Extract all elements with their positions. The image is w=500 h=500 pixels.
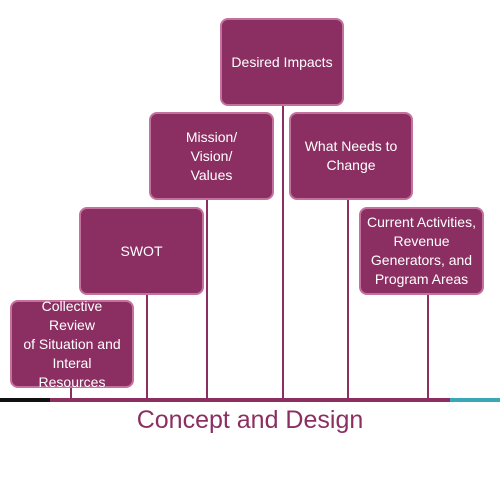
connector-mission — [206, 200, 208, 400]
connector-what-needs-to-change — [347, 200, 349, 400]
box-desired-impacts: Desired Impacts — [220, 18, 344, 106]
timeline-caption: Concept and Design — [136, 406, 364, 434]
timeline-segment-middle — [50, 398, 450, 402]
connector-current-activities — [427, 295, 429, 400]
box-current-activities: Current Activities, Revenue Generators, … — [359, 207, 484, 295]
connector-desired-impacts — [282, 105, 284, 400]
box-what-needs-to-change: What Needs to Change — [289, 112, 413, 200]
box-collective-review: Collective Review of Situation and Inter… — [10, 298, 134, 390]
box-mission-vision-values: Mission/ Vision/ Values — [149, 112, 274, 200]
connector-collective-review — [70, 388, 72, 400]
connector-swot — [146, 295, 148, 400]
timeline-segment-left — [0, 398, 50, 402]
timeline-segment-right — [450, 398, 500, 402]
box-swot: SWOT — [79, 207, 204, 295]
